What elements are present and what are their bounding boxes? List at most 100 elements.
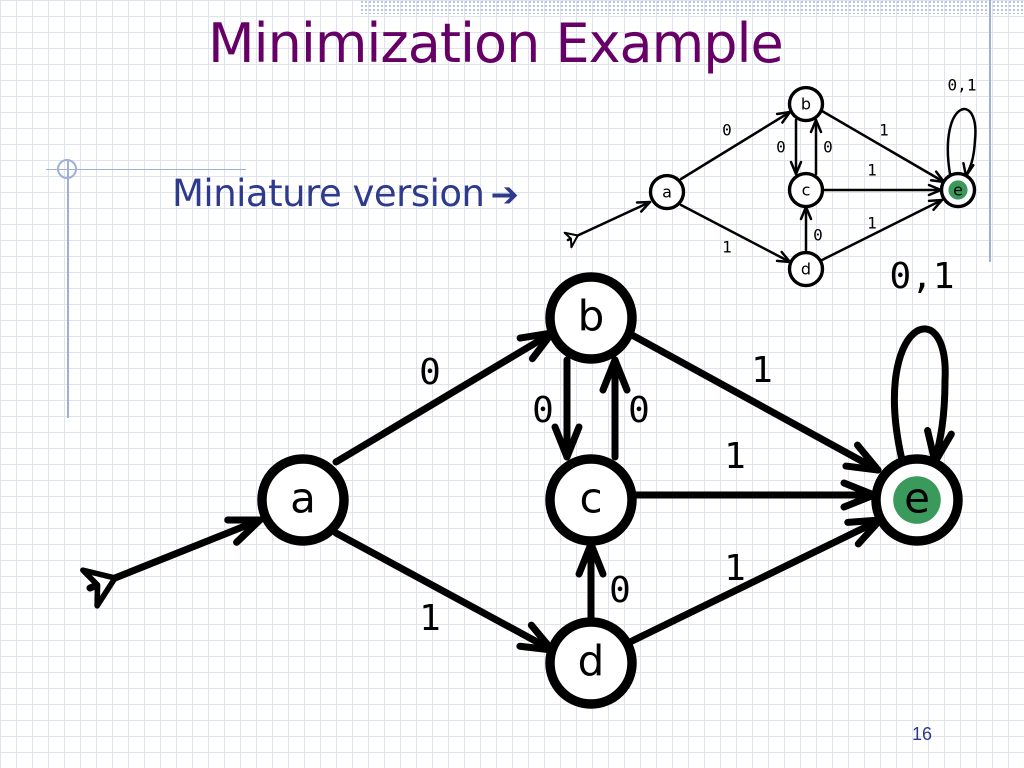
large-state-a: a [257, 454, 349, 546]
large-state-c: c [545, 454, 637, 546]
start-arrow-tail [563, 231, 579, 249]
edge-label: 1 [879, 121, 889, 140]
state-circle [787, 171, 825, 209]
state-label: b [801, 95, 811, 114]
state-circle [545, 272, 637, 364]
large-dfa: 0 1 0 0 1 1 0 1 0,1 a b c d e [80, 256, 963, 709]
large-state-d: d [545, 617, 637, 709]
arrowhead [599, 356, 631, 394]
large-edge-d-c: 0 [575, 540, 631, 624]
edge-label: 1 [419, 598, 441, 639]
arrowhead [224, 516, 264, 546]
mini-dfa: 0 1 0 0 1 1 0 1 0,1 a b c d e [563, 76, 977, 288]
state-label: d [578, 637, 605, 686]
state-label: e [904, 474, 930, 523]
arrowhead [551, 423, 583, 461]
edge-label: 0 [823, 138, 833, 157]
large-state-e: e [871, 454, 963, 546]
decor-circle [57, 159, 77, 179]
mini-edge-b-e: 1 [820, 109, 946, 184]
large-state-b: b [545, 272, 637, 364]
start-arrow-tail [80, 567, 118, 609]
slide-title: Minimization Example [208, 12, 784, 75]
mini-state-a: a [648, 173, 686, 211]
state-label: b [578, 292, 605, 341]
mini-state-d: d [787, 250, 825, 288]
edge-label: 1 [867, 214, 877, 233]
large-edge-a-d: 1 [332, 529, 556, 654]
start-line [566, 200, 652, 242]
edge-label: 0 [722, 121, 732, 140]
arrowhead [927, 198, 944, 212]
bullet-text: Miniature version [172, 172, 485, 215]
state-circle [787, 85, 825, 123]
large-edge-c-b: 0 [599, 356, 650, 461]
edge-label: 0 [419, 352, 441, 393]
mini-state-e: e [939, 171, 977, 209]
edge-label: 1 [724, 548, 746, 589]
edge-label: 1 [867, 161, 877, 180]
arrowhead [842, 441, 882, 474]
edge-line [332, 529, 556, 654]
arrowhead [809, 118, 823, 134]
large-edge-d-e: 1 [626, 516, 884, 646]
edge-label: 0 [532, 390, 554, 431]
arrowhead [789, 160, 803, 176]
edge-line [626, 516, 884, 646]
mini-edge-d-e: 1 [820, 198, 944, 262]
edge-label: 1 [724, 436, 746, 477]
edge-line [332, 329, 556, 466]
edge-label: 1 [751, 350, 773, 391]
edge-line [820, 109, 946, 184]
large-edge-e-e: 0,1 [889, 256, 955, 466]
edge-label: 1 [722, 238, 732, 257]
state-circle [787, 250, 825, 288]
mini-edge-b-c: 0 [776, 118, 803, 176]
mini-state-b: b [787, 85, 825, 123]
state-label: a [290, 474, 316, 523]
mini-edge-d-c: 0 [799, 205, 823, 254]
right-accent-bar [989, 0, 991, 262]
edge-label: 0,1 [889, 256, 954, 297]
mini-edge-e-e: 0,1 [946, 76, 977, 178]
state-circle [545, 617, 637, 709]
loop-line [946, 107, 977, 178]
edge-label: 0 [628, 390, 650, 431]
state-circle [648, 173, 686, 211]
edge-line [679, 110, 792, 181]
page-number: 16 [912, 724, 933, 744]
arrowhead [635, 200, 652, 213]
edge-label: 0 [813, 226, 823, 245]
edge-label: 0 [776, 138, 786, 157]
state-label: d [801, 260, 811, 279]
large-start-arrow [80, 516, 264, 609]
edge-label: 0 [609, 570, 631, 611]
edge-line [628, 331, 882, 474]
edge-label: 0,1 [948, 76, 977, 95]
left-accent-line [67, 160, 69, 418]
accepting-fill [893, 476, 941, 524]
mini-state-c: c [787, 171, 825, 209]
large-edge-b-e: 1 [628, 331, 882, 474]
accepting-fill [948, 180, 968, 200]
state-label: a [662, 183, 672, 202]
bullet-item: Miniature version➔ [172, 172, 519, 215]
mini-edge-c-b: 0 [809, 118, 833, 176]
state-circle [545, 454, 637, 546]
mini-edge-a-d: 1 [679, 203, 792, 264]
mini-start-arrow [563, 200, 652, 249]
start-line [86, 516, 264, 592]
edge-line [679, 203, 792, 264]
header-dot-band [360, 0, 1024, 14]
state-label: c [802, 181, 811, 200]
large-edge-c-e: 1 [630, 436, 878, 511]
state-label: c [579, 474, 602, 523]
large-edge-a-b: 0 [332, 329, 556, 466]
title-underline [46, 169, 246, 170]
loop-line [890, 325, 949, 466]
edge-line [820, 198, 944, 262]
mini-edge-a-b: 0 [679, 110, 792, 181]
large-edge-b-c: 0 [532, 356, 583, 461]
state-label: e [953, 181, 963, 200]
